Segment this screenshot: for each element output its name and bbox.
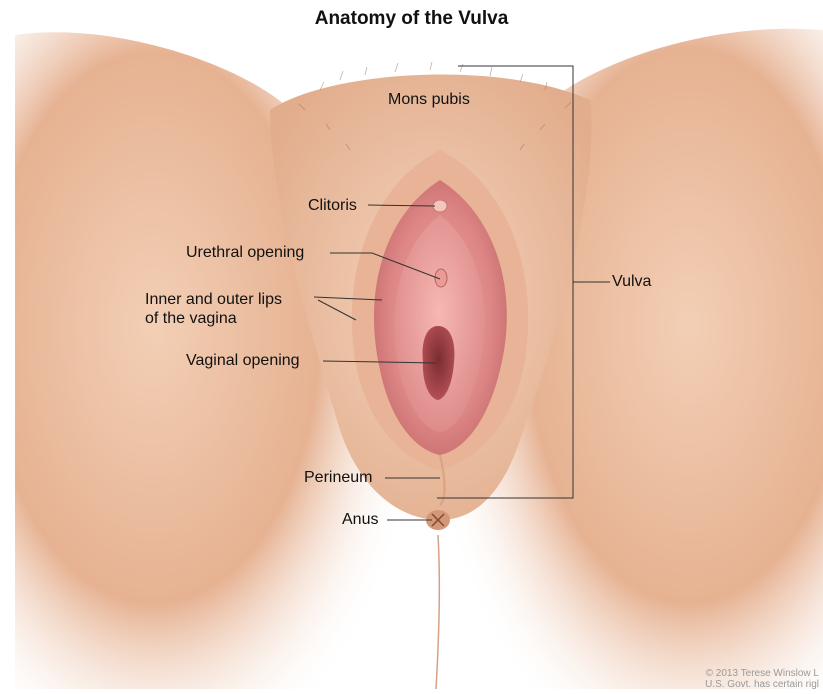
credit-line-1: © 2013 Terese Winslow L: [706, 668, 819, 679]
label-vaginal-opening: Vaginal opening: [186, 352, 300, 370]
clitoris-shape: [433, 200, 447, 212]
diagram-title: Anatomy of the Vulva: [0, 8, 823, 30]
label-clitoris: Clitoris: [308, 197, 357, 215]
credit-line-2: U.S. Govt. has certain rigl: [705, 679, 819, 690]
label-lips-line1: Inner and outer lips: [145, 291, 282, 309]
label-mons-pubis: Mons pubis: [388, 91, 470, 109]
label-lips-line2: of the vagina: [145, 310, 237, 328]
label-vulva: Vulva: [612, 273, 651, 291]
label-anus: Anus: [342, 511, 378, 529]
label-urethral-opening: Urethral opening: [186, 244, 304, 262]
label-perineum: Perineum: [304, 469, 372, 487]
